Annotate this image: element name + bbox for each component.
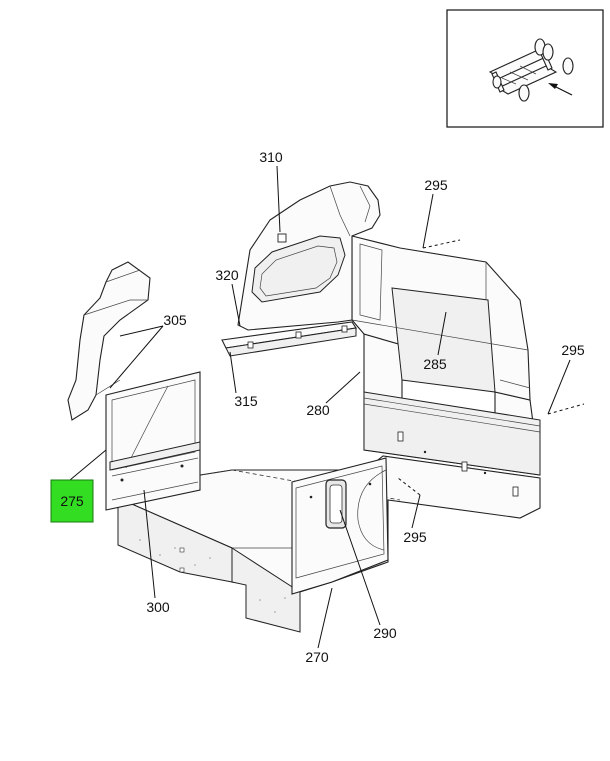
callout-300: 300: [146, 599, 170, 615]
callout-295-top: 295: [424, 177, 448, 193]
callout-315: 315: [234, 393, 258, 409]
interior-door-panel: [291, 457, 389, 595]
side-window-panel: [237, 181, 381, 331]
speckle-texture: [139, 539, 286, 613]
callout-275: 275: [60, 493, 84, 509]
mounting-rail: [221, 321, 357, 357]
callout-320: 320: [215, 267, 239, 283]
callout-285: 285: [423, 356, 447, 372]
rear-wall-lower-panel: [363, 333, 541, 497]
side-trim-panel: [105, 371, 201, 511]
callout-310: 310: [259, 149, 283, 165]
callout-275-highlight: [50, 479, 94, 523]
rear-wall-upper-panel: [351, 235, 531, 401]
callout-295-right: 295: [561, 342, 585, 358]
leader-lines: [69, 165, 585, 649]
callout-305: 305: [163, 312, 187, 328]
callout-295-lower: 295: [403, 529, 427, 545]
callout-270: 270: [305, 649, 329, 665]
locator-inset: [446, 9, 604, 128]
left-pillar-trim: [67, 261, 151, 421]
vehicle-chassis-locator-icon: [488, 38, 574, 102]
callout-290: 290: [373, 625, 397, 641]
callout-280: 280: [306, 402, 330, 418]
callout-labels: 310 295 320 305 295 285 315 280 275 295 …: [50, 149, 585, 665]
